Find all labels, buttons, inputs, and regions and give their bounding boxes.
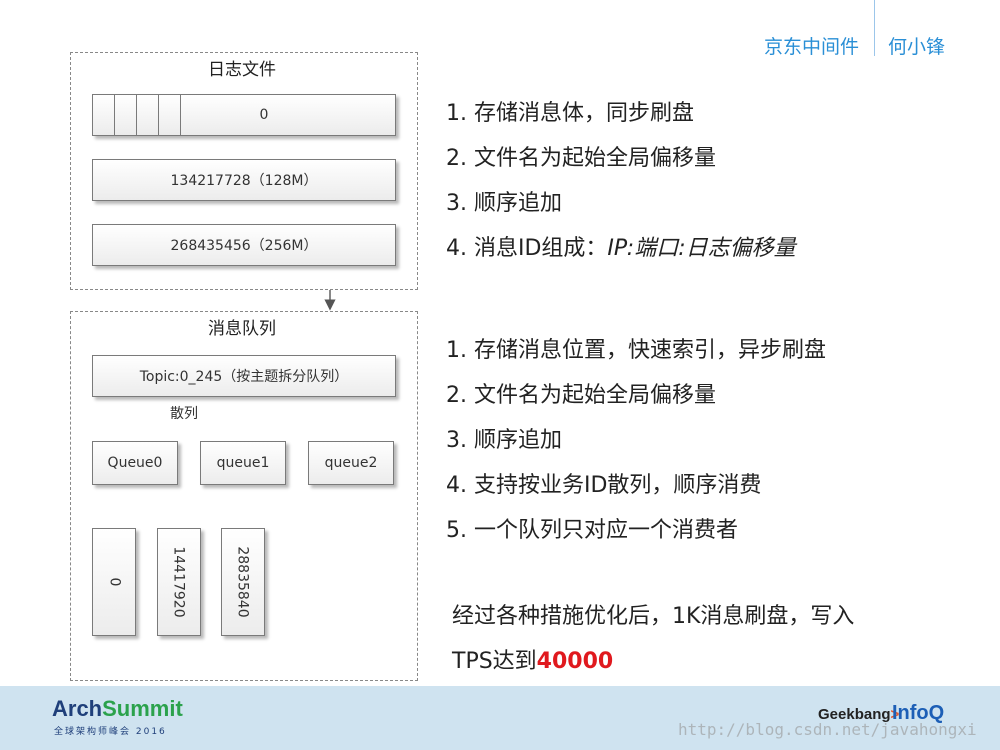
logo-bang-text: bang [854, 706, 891, 723]
blog-watermark: http://blog.csdn.net/javahongxi [678, 720, 977, 739]
log-file-title: 日志文件 [208, 60, 276, 80]
log-point-4-prefix: 4. 消息ID组成： [446, 236, 608, 261]
segment-cell [93, 95, 115, 135]
header-company: 京东中间件 [764, 36, 860, 58]
segment-cell [159, 95, 181, 135]
offset-box-1: 14417920 [157, 528, 201, 636]
infoq-logo: InfoQ [892, 702, 945, 724]
summary-tps-value: 40000 [536, 649, 614, 674]
summary-line-1: 经过各种措施优化后，1K消息刷盘，写入 [452, 604, 855, 629]
queue-point-2: 2. 文件名为起始全局偏移量 [446, 383, 716, 408]
queue-label: Queue0 [107, 455, 163, 471]
topic-box: Topic:0_245（按主题拆分队列） [92, 355, 396, 397]
log-segment-0: 0 [92, 94, 396, 136]
log-segment-2: 268435456（256M） [92, 224, 396, 266]
segment-cell [137, 95, 159, 135]
queue-point-3: 3. 顺序追加 [446, 428, 562, 453]
offset-box-2: 28835840 [221, 528, 265, 636]
queue-point-1: 1. 存储消息位置，快速索引，异步刷盘 [446, 338, 826, 363]
queue-label: queue1 [216, 455, 270, 471]
queue-point-5: 5. 一个队列只对应一个消费者 [446, 518, 738, 543]
header-speaker: 何小锋 [888, 36, 946, 58]
logo-arch-text: Arch [52, 696, 103, 721]
log-point-4: 4. 消息ID组成：IP:端口:日志偏移量 [446, 230, 796, 262]
archsummit-subtitle: 全球架构师峰会 2016 [54, 727, 167, 737]
log-point-3: 3. 顺序追加 [446, 191, 562, 216]
logo-geek-text: Geek [818, 706, 855, 723]
log-point-2: 2. 文件名为起始全局偏移量 [446, 146, 716, 171]
topic-label: Topic:0_245（按主题拆分队列） [139, 369, 349, 385]
log-segment-label: 134217728（128M） [170, 173, 318, 189]
queue-box-1: queue1 [200, 441, 286, 485]
offset-label: 28835840 [235, 546, 252, 618]
offset-label: 14417920 [171, 546, 188, 618]
queue-box-0: Queue0 [92, 441, 178, 485]
offset-box-0: 0 [92, 528, 136, 636]
summary-tps-prefix: TPS达到 [452, 649, 537, 674]
queue-point-4: 4. 支持按业务ID散列，顺序消费 [446, 473, 762, 498]
offset-label: 0 [105, 577, 122, 587]
logo-geek-accent: > [890, 706, 900, 723]
header-separator [874, 0, 875, 56]
queue-box-2: queue2 [308, 441, 394, 485]
log-point-4-italic: IP:端口:日志偏移量 [607, 236, 796, 261]
log-segment-label: 0 [259, 107, 269, 123]
summary-line-2: TPS达到40000 [452, 643, 613, 675]
log-point-1: 1. 存储消息体，同步刷盘 [446, 101, 694, 126]
message-queue-title: 消息队列 [208, 319, 276, 339]
log-segment-1: 134217728（128M） [92, 159, 396, 201]
footer-bar: ArchSummit 全球架构师峰会 2016 http://blog.csdn… [0, 686, 1000, 750]
archsummit-logo: ArchSummit [52, 696, 183, 722]
queue-label: queue2 [324, 455, 378, 471]
log-segment-label: 268435456（256M） [170, 238, 318, 254]
segment-cell [115, 95, 137, 135]
scatter-label: 散列 [168, 403, 200, 423]
geekbang-logo: Geekbang> [818, 706, 899, 723]
logo-summit-text: Summit [102, 696, 183, 721]
